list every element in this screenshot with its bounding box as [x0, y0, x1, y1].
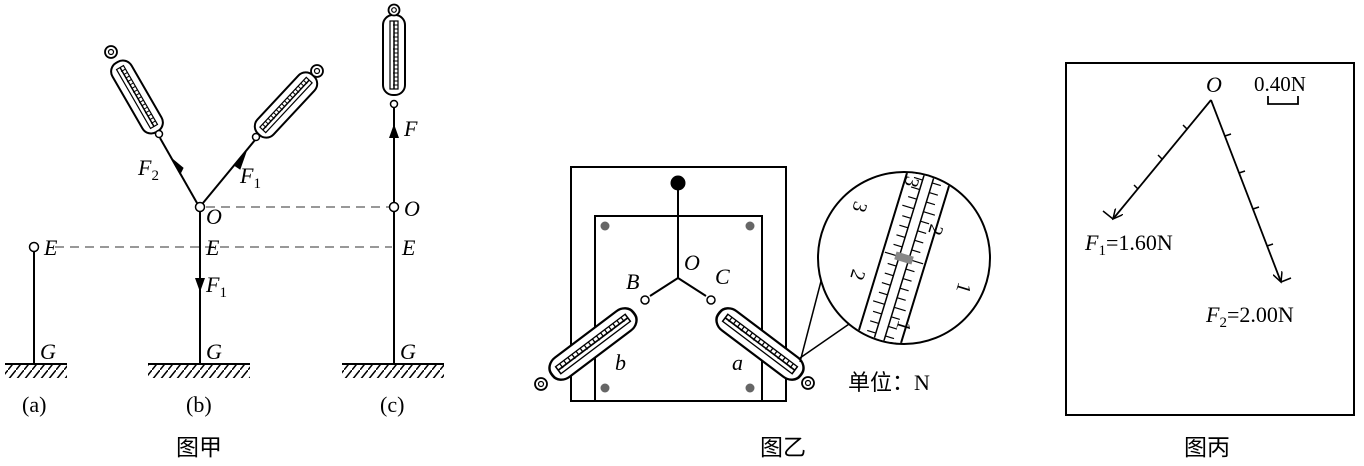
label-G-c: G	[400, 339, 416, 364]
nail-top	[670, 175, 686, 191]
label-F1-bing: F1=1.60N	[1084, 230, 1173, 259]
spring-scale-right	[249, 67, 323, 143]
zoom-circle: 3 3 2 2 1 1	[817, 171, 991, 345]
caption-yi: 图乙	[760, 435, 806, 460]
rope-C	[677, 277, 707, 297]
label-E-b: E	[205, 235, 220, 260]
caption-b: (b)	[186, 392, 212, 417]
ground-c	[342, 364, 444, 378]
caption-a: (a)	[22, 392, 46, 417]
label-O-c: O	[404, 196, 420, 221]
label-G-a: G	[40, 339, 56, 364]
ground-b	[148, 364, 250, 378]
label-O-bing: O	[1206, 72, 1222, 97]
rope-F1	[202, 139, 256, 204]
arrow-F	[389, 124, 399, 138]
label-F1-up: F1	[239, 163, 261, 192]
label-a-yi: a	[732, 350, 743, 375]
spring-scale-left	[106, 55, 168, 139]
pointer	[894, 251, 914, 265]
hook-B	[640, 295, 650, 305]
label-b-yi: b	[615, 350, 626, 375]
node-O-c	[388, 201, 400, 213]
label-O-yi: O	[684, 250, 700, 275]
scale-label: 0.40N	[1254, 72, 1306, 96]
scale-bar	[1267, 96, 1299, 105]
label-B-yi: B	[626, 269, 639, 294]
label-E-c: E	[401, 235, 416, 260]
spring-scale-vertical	[382, 14, 406, 96]
arrow-F1-down	[195, 278, 205, 292]
ground-a	[5, 364, 67, 378]
hook-C	[706, 295, 716, 305]
ticks-F2	[1224, 133, 1292, 283]
rope-B	[649, 277, 679, 297]
caption-jia: 图甲	[176, 435, 222, 460]
arrow-F2	[170, 157, 184, 176]
figure-yi: 3 3 2 2 1 1 O B C b a 单位：N 图乙	[534, 166, 991, 460]
sub-figure-c: F O E G (c)	[342, 3, 444, 417]
pin-4	[745, 383, 755, 393]
node-E-a	[28, 241, 40, 253]
sub-figure-a: E G (a)	[5, 235, 67, 417]
label-E-a: E	[43, 235, 58, 260]
caption-c: (c)	[380, 392, 404, 417]
hook-left	[154, 129, 164, 139]
vector-F1	[1113, 99, 1212, 219]
arrow-F1-up	[233, 151, 247, 170]
caption-bing: 图丙	[1184, 435, 1230, 460]
pin-3	[600, 383, 610, 393]
callout-line-1	[799, 321, 853, 359]
sub-figure-b: O E G F2 F1 F1 (b)	[104, 45, 324, 417]
label-F-c: F	[403, 116, 418, 141]
pin-1	[600, 221, 610, 231]
label-G-b: G	[206, 339, 222, 364]
unit-label: 单位：N	[848, 370, 930, 395]
ticks-F1	[1102, 124, 1188, 220]
label-O-b: O	[206, 204, 222, 229]
label-F1-down: F1	[205, 272, 227, 301]
pin-2	[745, 221, 755, 231]
label-C-yi: C	[715, 264, 730, 289]
node-O-b	[194, 201, 206, 213]
vector-F2	[1210, 99, 1281, 282]
hook-right	[251, 132, 261, 142]
hook-c	[389, 99, 399, 109]
label-F2-bing: F2=2.00N	[1205, 302, 1294, 331]
bing-frame	[1065, 62, 1355, 416]
figure-bing: 0.40N O F1=1.60N F2=2.00N 图丙	[1065, 62, 1355, 460]
label-F2-up: F2	[137, 155, 159, 184]
